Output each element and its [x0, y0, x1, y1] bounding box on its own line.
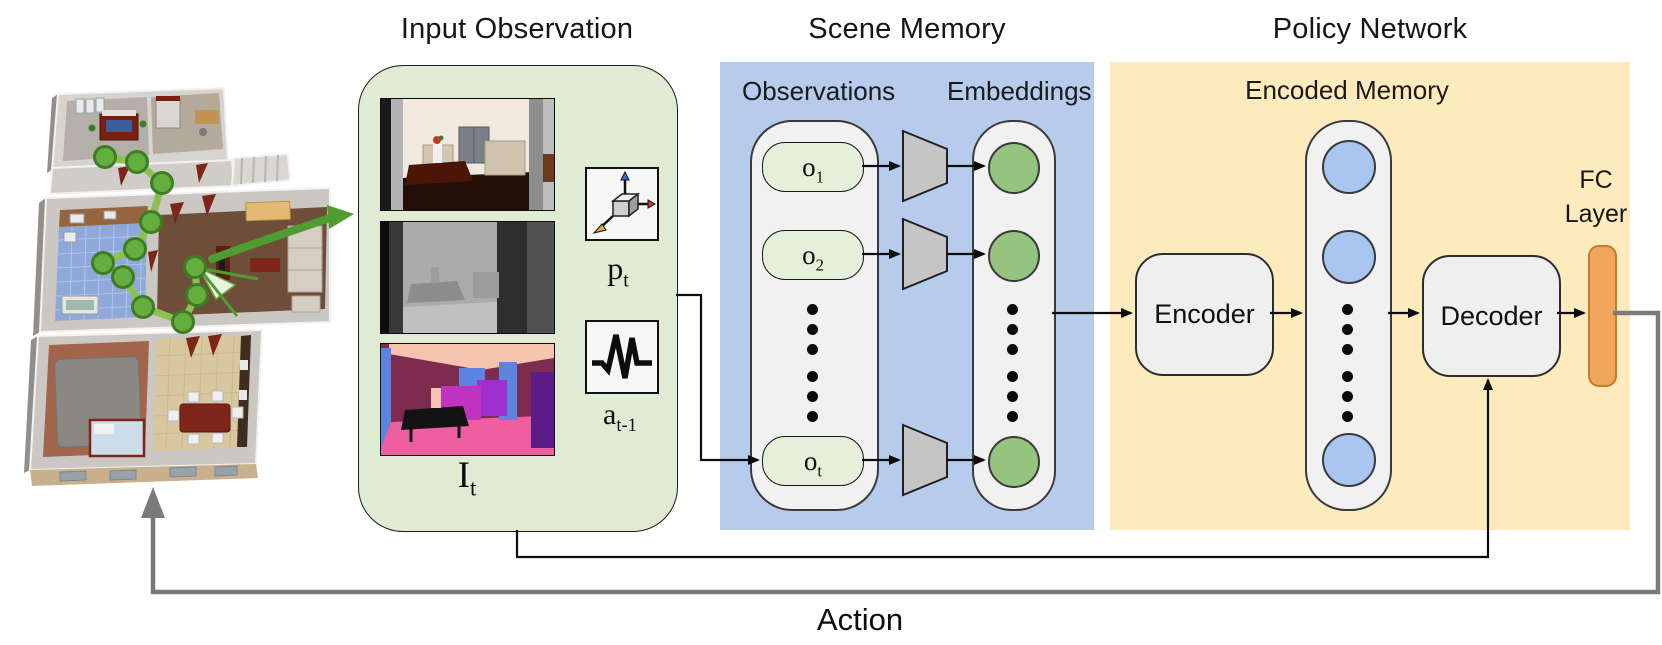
- input-observation-title: Input Observation: [400, 13, 634, 45]
- embedding-node: [988, 436, 1040, 488]
- action-waveform-icon: [585, 320, 659, 394]
- observation-ot: ot: [762, 436, 864, 486]
- encoded-memory-header: Encoded Memory: [1245, 75, 1449, 105]
- house-to-input-arrow: [208, 205, 354, 263]
- ellipsis-dots: [1341, 371, 1353, 422]
- frame-label: It: [457, 455, 477, 501]
- embedding-node: [988, 230, 1040, 282]
- decoder-box: Decoder: [1422, 255, 1561, 377]
- depth-image: [380, 221, 555, 334]
- fc-label-line1: FC: [1579, 166, 1613, 194]
- encoded-memory-node: [1322, 230, 1376, 284]
- fc-layer-bar: [1588, 245, 1617, 387]
- policy-network-title: Policy Network: [1272, 13, 1468, 45]
- ellipsis-dots: [1006, 304, 1018, 355]
- embedding-node: [988, 142, 1040, 194]
- pose-axes-icon: [585, 167, 659, 241]
- fc-label-line2: Layer: [1564, 200, 1628, 228]
- pose-label: pt: [607, 250, 629, 292]
- encoded-memory-node: [1322, 433, 1376, 487]
- observation-o1: o1: [762, 142, 864, 192]
- observation-o2: o2: [762, 230, 864, 280]
- agent-trajectory-path: [91, 145, 259, 334]
- embeddings-header: Embeddings: [947, 76, 1092, 106]
- agent-view-cone: [197, 266, 237, 301]
- scene-memory-title: Scene Memory: [808, 13, 1006, 45]
- observations-header: Observations: [742, 76, 896, 106]
- encoded-memory-node: [1322, 140, 1376, 194]
- ellipsis-dots: [1006, 371, 1018, 422]
- prev-action-label: at-1: [603, 398, 637, 436]
- segmentation-image: [380, 343, 555, 456]
- ellipsis-dots: [1341, 304, 1353, 355]
- encoder-box: Encoder: [1135, 253, 1274, 376]
- rgb-image: [380, 98, 555, 211]
- action-label: Action: [816, 602, 904, 637]
- ellipsis-dots: [806, 371, 818, 422]
- ellipsis-dots: [806, 304, 818, 355]
